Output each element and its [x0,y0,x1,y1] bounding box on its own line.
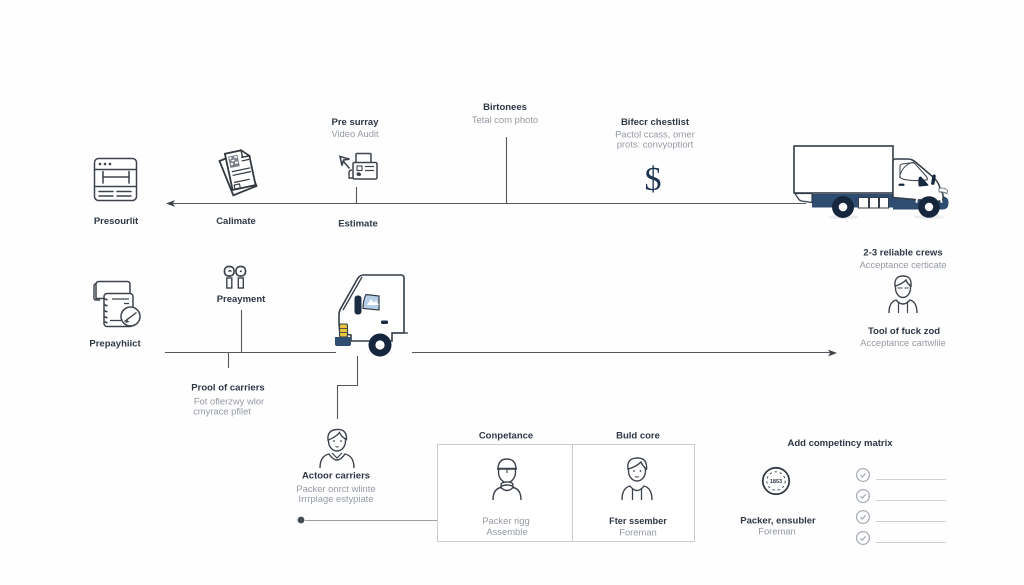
svg-text:Acceptance cartwlile: Acceptance cartwlile [860,337,945,348]
svg-text:Pre surray: Pre surray [331,117,379,128]
svg-text:2-3 reliable crews: 2-3 reliable crews [863,248,942,259]
svg-text:Packer onrct wlinte: Packer onrct wlinte [296,483,375,494]
svg-text:Preayment: Preayment [217,294,266,305]
svg-text:Packer rigg: Packer rigg [482,515,529,526]
svg-text:Bifecr chestlist: Bifecr chestlist [621,117,690,128]
svg-text:Tetal com photo: Tetal com photo [472,114,538,125]
svg-text:prots: convyoptiort: prots: convyoptiort [617,139,694,150]
svg-text:Video Audit: Video Audit [331,128,379,139]
svg-text:Prool of carriers: Prool of carriers [191,383,264,394]
svg-text:Conpetance: Conpetance [479,431,533,442]
svg-text:Birtonees: Birtonees [483,102,527,113]
svg-text:cmyrace pfilet: cmyrace pfilet [193,406,251,417]
svg-text:Fter ssember: Fter ssember [609,516,667,526]
svg-text:Actoor carriers: Actoor carriers [302,471,370,482]
svg-text:Tool of fuck zod: Tool of fuck zod [868,326,940,337]
svg-text:Foreman: Foreman [758,526,796,537]
svg-text:Foreman: Foreman [619,527,657,538]
svg-text:Presourlit: Presourlit [94,216,139,227]
svg-text:Calimate: Calimate [216,216,256,227]
svg-text:Irrrplage estypiate: Irrrplage estypiate [298,493,373,504]
svg-text:Add competincy matrix: Add competincy matrix [787,438,893,449]
svg-text:Assemble: Assemble [486,526,527,537]
svg-text:Estimate: Estimate [338,219,378,230]
svg-text:$: $ [645,161,662,198]
svg-text:Pactol ccass, orner: Pactol ccass, orner [615,129,695,140]
svg-text:Fot oflerzwy wlor: Fot oflerzwy wlor [194,396,264,407]
svg-text:Packer, ensubler: Packer, ensubler [740,516,816,527]
svg-text:Acceptance certicate: Acceptance certicate [859,259,946,270]
svg-text:Prepayhiict: Prepayhiict [89,339,141,350]
svg-text:1853: 1853 [770,479,782,485]
svg-text:Buld core: Buld core [616,431,660,442]
